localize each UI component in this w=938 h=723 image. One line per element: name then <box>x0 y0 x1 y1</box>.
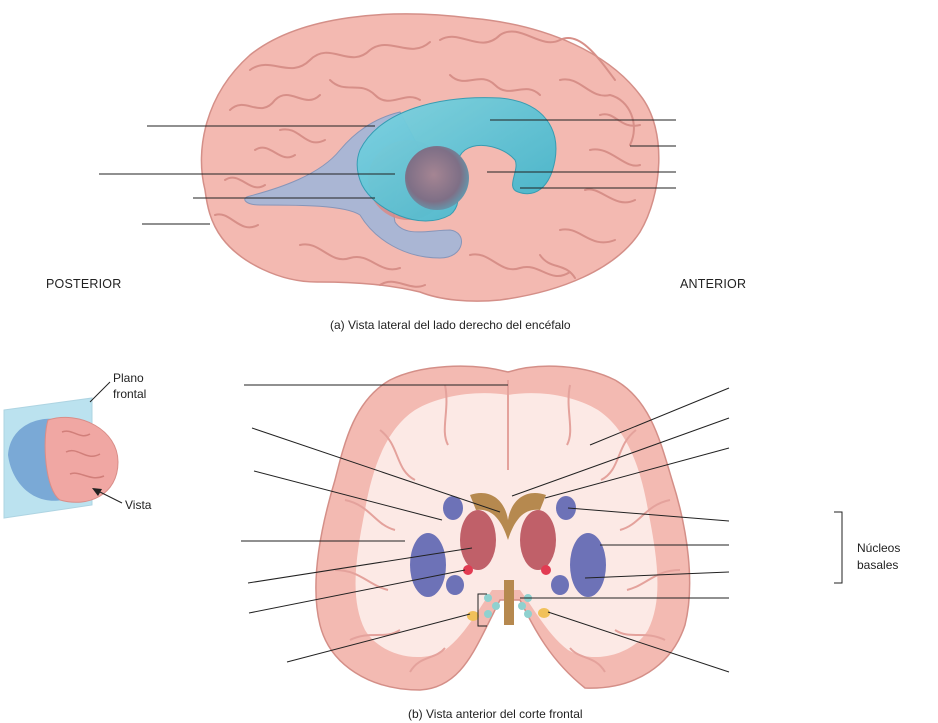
lentiform-nucleus-left <box>410 533 446 597</box>
leader-lines-panel-b-right <box>511 387 730 673</box>
posterior-label: POSTERIOR <box>46 277 122 291</box>
panel-b-caption: (b) Vista anterior del corte frontal <box>408 707 583 721</box>
small-gyri <box>61 430 105 479</box>
caudate-nucleus-right <box>520 510 556 570</box>
small-nucleus-right <box>551 575 569 595</box>
upper-nucleus-right <box>556 496 576 520</box>
leader-line <box>286 613 471 663</box>
leader-line <box>567 507 730 522</box>
yellow-nucleus-left <box>467 611 479 621</box>
plane-pointer-line <box>89 381 111 403</box>
leader-line <box>247 547 473 584</box>
leader-lines-panel-a <box>99 119 676 225</box>
caudate-nucleus-left <box>460 510 496 570</box>
leader-line <box>248 569 466 614</box>
lentiform-nucleus-right <box>570 533 606 597</box>
yellow-nucleus-right <box>538 608 550 618</box>
third-ventricle-coronal <box>504 580 514 625</box>
coronal-section-illustration <box>315 365 691 691</box>
gyri-pattern <box>214 30 641 288</box>
small-nucleus-left <box>446 575 464 595</box>
red-accent-right <box>541 565 551 575</box>
basal-nuclei-label-line2: basales <box>857 558 899 572</box>
leader-line <box>544 447 730 499</box>
basal-nuclei-label-line1: Núcleos <box>857 541 901 555</box>
orientation-brain-icon <box>3 381 123 519</box>
leader-line <box>253 470 443 521</box>
lateral-brain-illustration <box>200 13 660 302</box>
leader-line <box>511 417 730 497</box>
small-bracket <box>477 593 487 627</box>
coronal-sulci <box>334 380 681 673</box>
panel-a-caption: (a) Vista lateral del lado derecho del e… <box>330 318 571 332</box>
red-accent-left <box>463 565 473 575</box>
third-ventricle <box>405 146 469 210</box>
leader-line <box>547 611 730 673</box>
leader-lines-panel-b-left <box>241 384 508 663</box>
lateral-ventricles <box>470 492 546 540</box>
leader-line <box>584 571 730 579</box>
plane-label-line2: frontal <box>113 387 147 401</box>
basal-nuclei-bracket <box>834 511 843 584</box>
anterior-label: ANTERIOR <box>680 277 747 291</box>
upper-nucleus-left <box>443 496 463 520</box>
view-arrow-head <box>92 488 102 496</box>
brain-posterior-part <box>44 416 119 503</box>
view-label: Vista <box>125 498 152 512</box>
leader-line <box>589 387 730 446</box>
view-arrow-line <box>95 489 123 504</box>
plane-label-line1: Plano <box>113 371 144 385</box>
leader-line <box>251 427 501 513</box>
